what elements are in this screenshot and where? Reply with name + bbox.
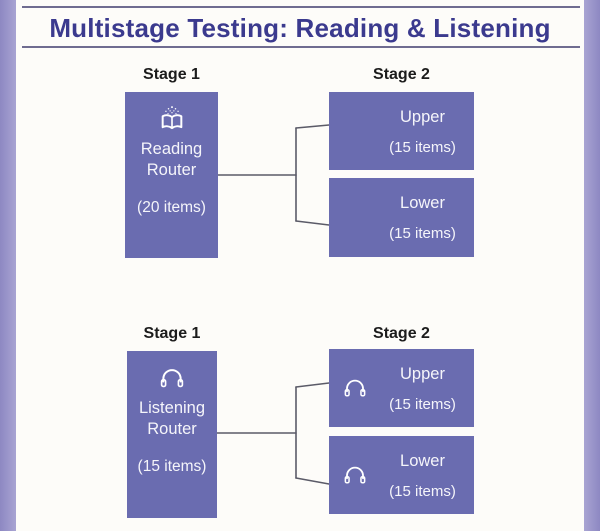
- branch-name: Upper: [400, 107, 445, 126]
- branch-items: (15 items): [389, 395, 456, 413]
- branch-items: (15 items): [389, 138, 456, 156]
- router-name: Listening Router: [138, 399, 206, 438]
- right-frame-bar: [584, 0, 600, 531]
- router-items: (15 items): [137, 458, 207, 475]
- branch-items: (15 items): [389, 482, 456, 500]
- page-title: Multistage Testing: Reading & Listening: [49, 13, 551, 43]
- branch-name: Lower: [400, 451, 445, 470]
- title-bottom-rule: [22, 46, 580, 48]
- router-name: Reading Router: [140, 140, 203, 179]
- reading-router-node: Reading Router (20 items): [125, 92, 218, 258]
- branch-name: Lower: [400, 194, 445, 212]
- reading-stage1-label: Stage 1: [143, 66, 200, 83]
- open-book-sparkles-icon: [158, 105, 186, 133]
- headphones-icon: [342, 375, 368, 401]
- reading-lower-node: Lower (15 items): [329, 178, 474, 257]
- listening-stage2-label: Stage 2: [373, 325, 430, 342]
- left-frame-bar: [0, 0, 16, 531]
- listening-lower-node: Lower (15 items): [329, 436, 474, 514]
- listening-upper-node: Upper (15 items): [329, 349, 474, 427]
- branch-name: Upper: [400, 364, 445, 383]
- headphones-icon: [342, 462, 368, 488]
- title-top-rule: [22, 6, 580, 8]
- listening-stage1-label: Stage 1: [143, 325, 201, 342]
- reading-upper-node: Upper (15 items): [329, 92, 474, 170]
- listening-router-node: Listening Router (15 items): [127, 351, 217, 518]
- headphones-icon: [158, 364, 186, 392]
- branch-items: (15 items): [389, 225, 456, 242]
- router-items: (20 items): [137, 199, 206, 216]
- reading-stage2-label: Stage 2: [373, 66, 430, 83]
